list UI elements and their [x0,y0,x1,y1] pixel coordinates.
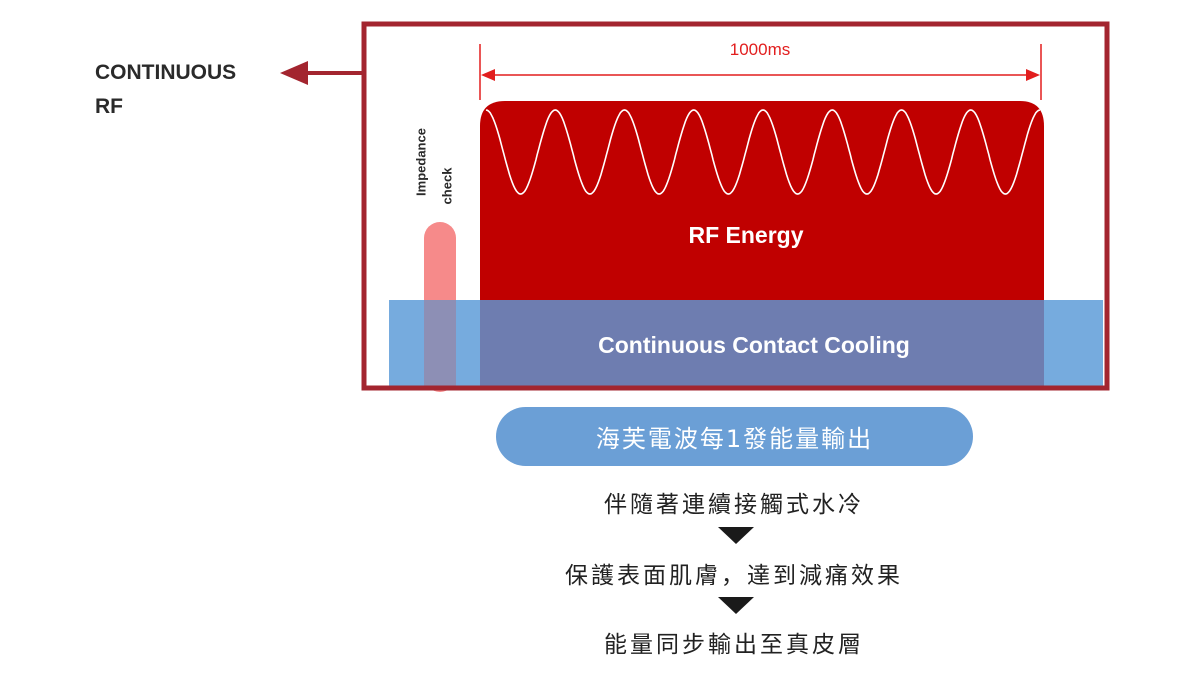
duration-label: 1000ms [729,40,791,59]
down-arrow-icon [718,527,754,544]
rf-energy-label: RF Energy [688,222,804,248]
impedance-label-line2: check [439,167,455,205]
cooling-label: Continuous Contact Cooling [598,332,910,358]
rf-sine-wave [485,109,1041,195]
continuous-rf-label-line1: CONTINUOUS [95,61,237,84]
cooling-rf-overlap [480,300,1044,390]
step-2: 保護表面肌膚，達到減痛效果 [565,563,903,589]
diagram-frame [361,21,1110,391]
continuous-rf-label: CONTINUOUS RF [95,56,236,124]
step-3: 能量同步輸出至真皮層 [604,632,864,658]
step-1: 伴隨著連續接觸式水冷 [604,492,864,518]
output-pill: 海芙電波每1發能量輸出 [496,407,973,466]
impedance-cooling-overlap [424,300,456,390]
down-arrow-icon [718,597,754,614]
output-pill-text: 海芙電波每1發能量輸出 [595,425,874,453]
continuous-rf-label-line2: RF [95,95,123,118]
dimension-arrow-right [1026,69,1040,81]
dimension-arrow-left [481,69,495,81]
impedance-label-line1: Impedance [413,128,429,196]
pointer-arrow-head [280,61,308,85]
